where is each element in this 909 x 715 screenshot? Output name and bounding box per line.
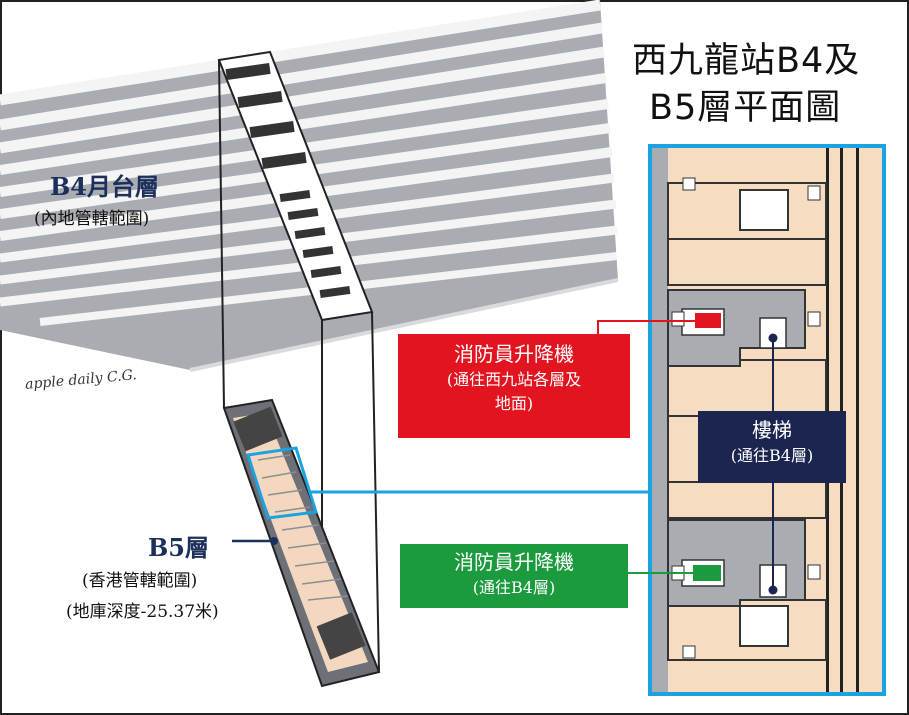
stairs-callout: 樓梯 (通往B4層) bbox=[698, 416, 846, 468]
b5-level-label: B5層 bbox=[148, 533, 209, 562]
b5-level-strip bbox=[222, 398, 381, 688]
stairs-box bbox=[698, 411, 846, 483]
fire-lift-all-desc-2: 地面) bbox=[494, 394, 534, 413]
floor-plan bbox=[648, 144, 886, 696]
b4-level-label: B4月台層 bbox=[50, 172, 159, 201]
title-line-1: 西九龍站B4及 bbox=[632, 41, 861, 81]
b5-jurisdiction-note: (香港管轄範圍) bbox=[82, 571, 198, 591]
fire-lift-b4-box bbox=[400, 544, 628, 608]
fire-lift-all-title: 消防員升降機 bbox=[454, 342, 574, 366]
b5-depth-note: (地庫深度-25.37米) bbox=[66, 602, 219, 622]
fire-lift-all-box bbox=[398, 334, 630, 438]
fire-lift-all-floors-marker bbox=[695, 313, 721, 328]
title-line-2: B5層平面圖 bbox=[649, 88, 842, 128]
floor-plan-frame bbox=[648, 144, 886, 696]
stairs-desc: (通往B4層) bbox=[730, 446, 814, 465]
fire-lift-all-desc-1: (通往西九站各層及 bbox=[446, 370, 582, 389]
fire-lift-b4-marker bbox=[693, 565, 721, 581]
fire-lift-all-callout: 消防員升降機 (通往西九站各層及 地面) bbox=[398, 340, 630, 416]
b5-highlight-box bbox=[246, 446, 318, 520]
fire-lift-b4-callout: 消防員升降機 (通往B4層) bbox=[400, 548, 628, 600]
fire-lift-b4-desc: (通往B4層) bbox=[472, 578, 556, 597]
fire-lift-b4-title: 消防員升降機 bbox=[454, 550, 574, 574]
b4-jurisdiction-note: (內地管轄範圍) bbox=[34, 209, 150, 229]
stairs-title: 樓梯 bbox=[752, 418, 792, 442]
